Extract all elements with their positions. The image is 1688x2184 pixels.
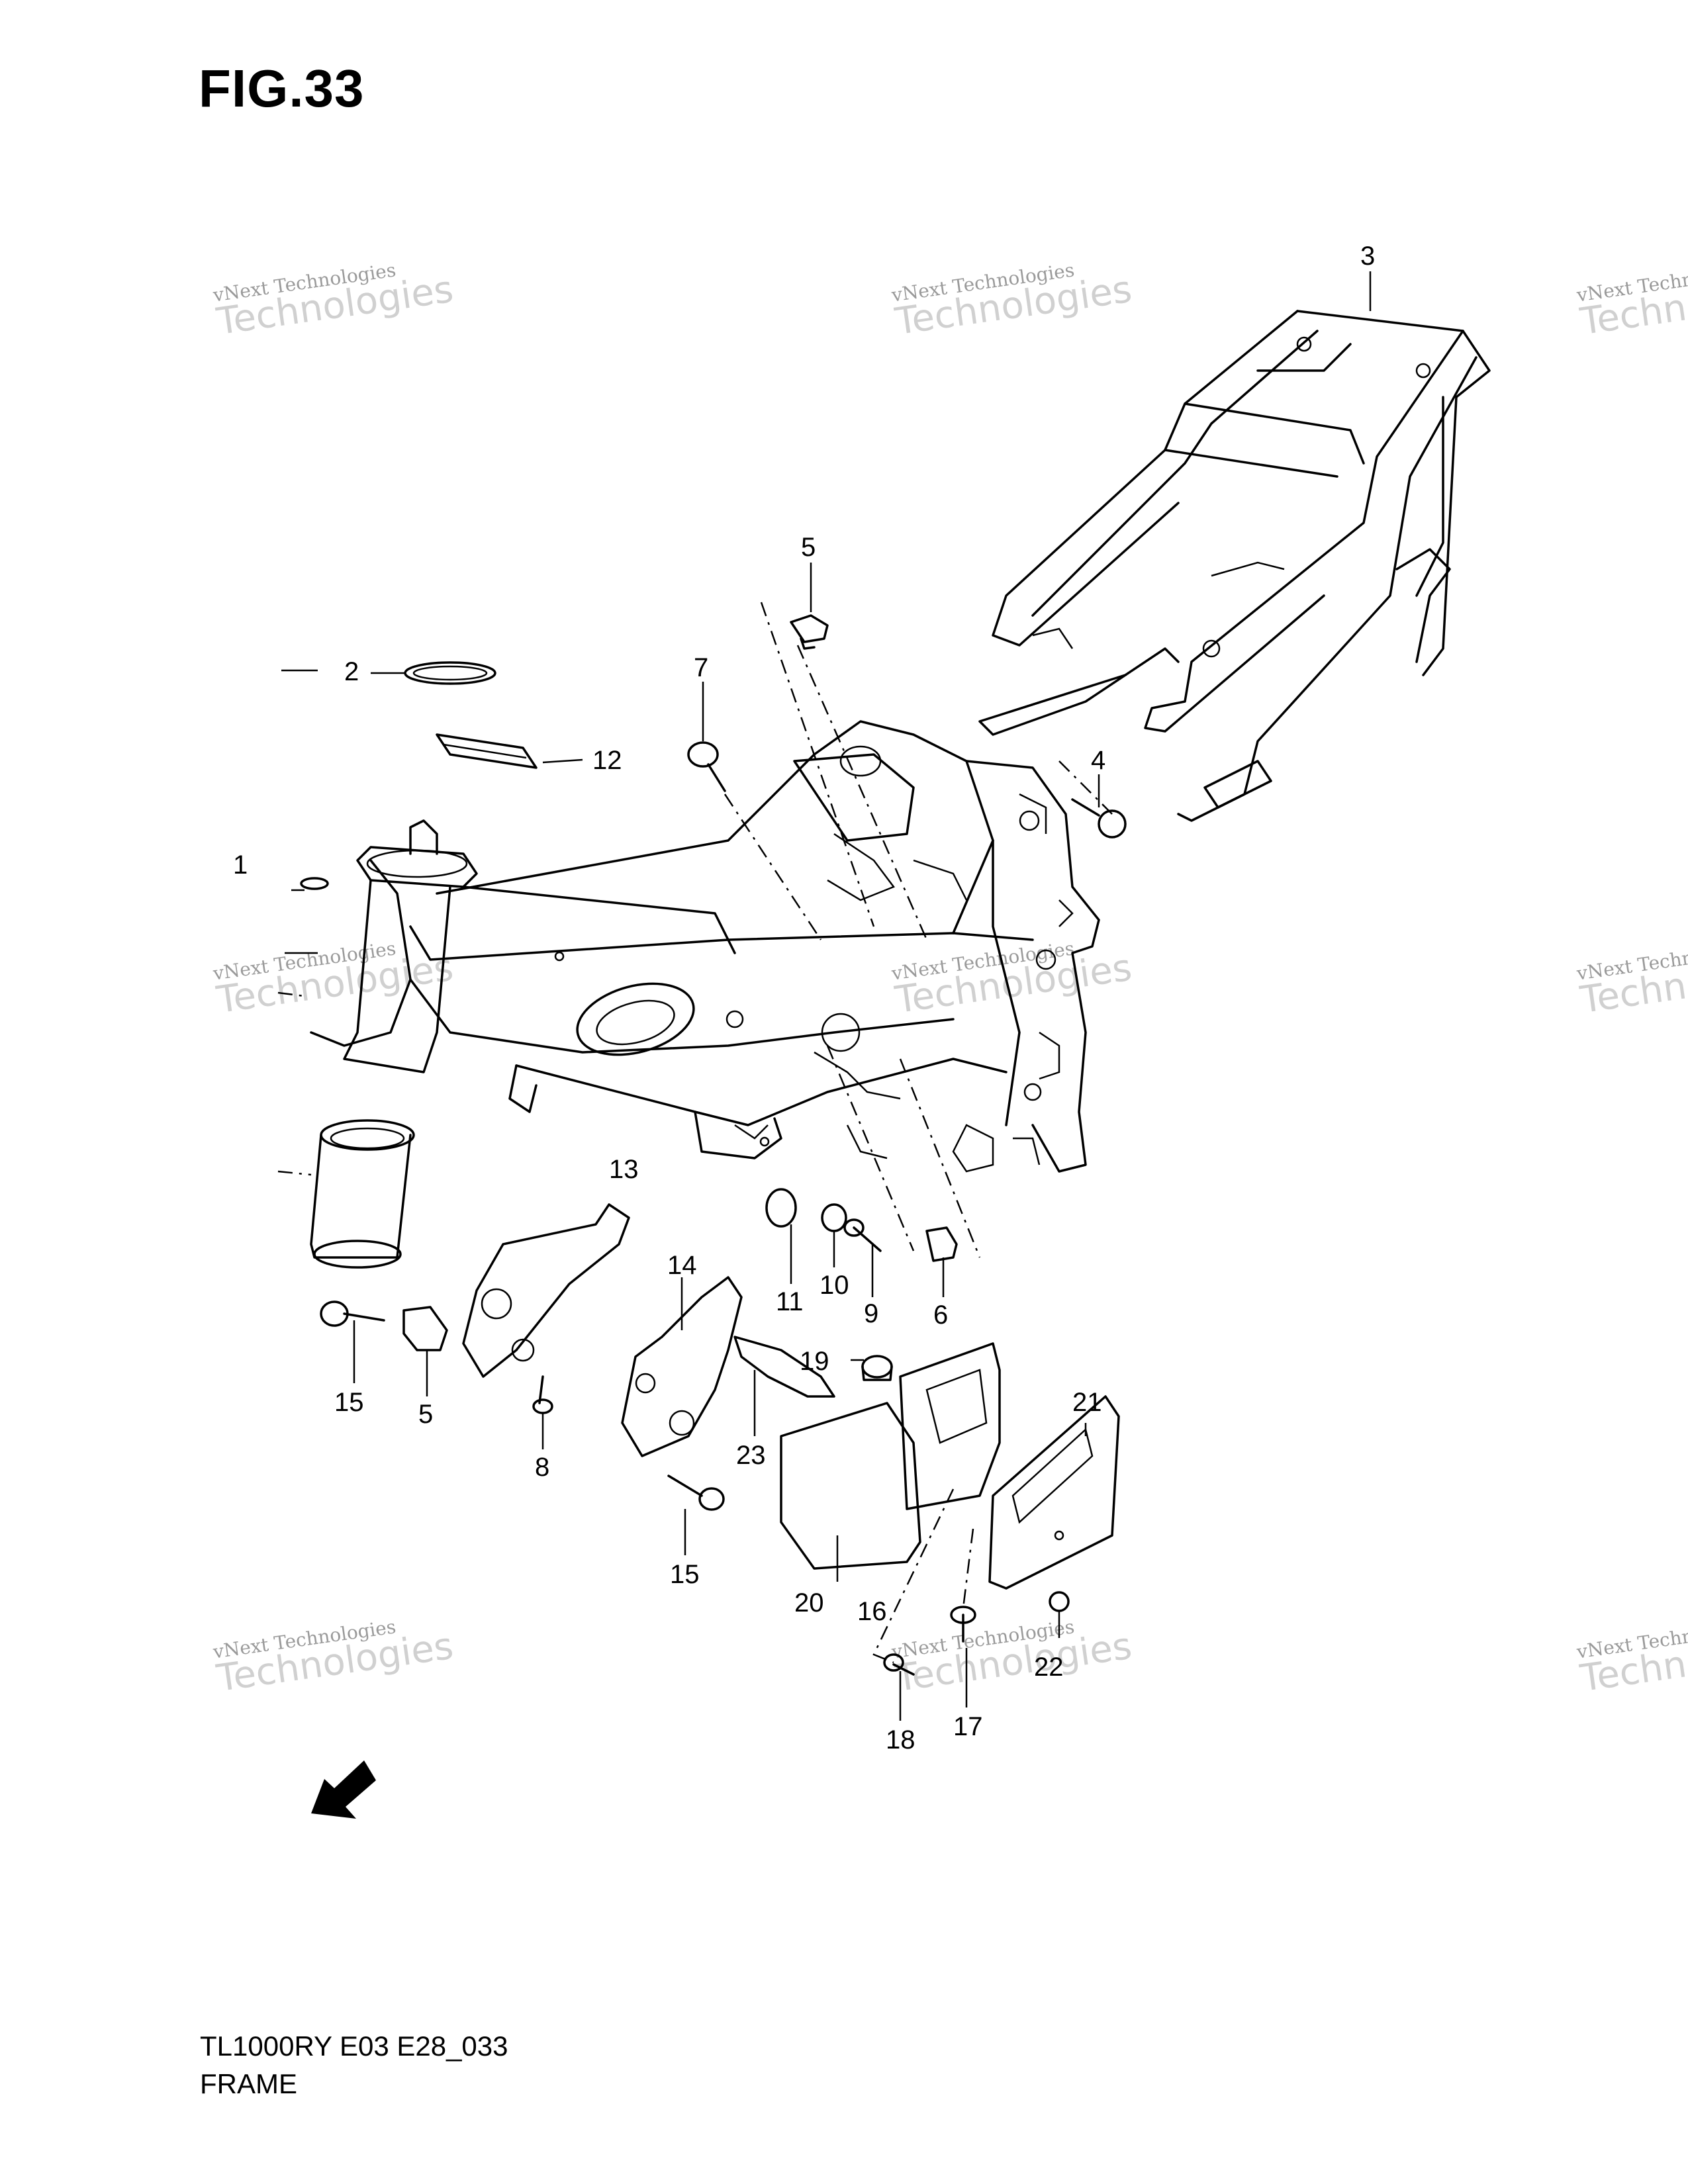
callout-10: 10 — [820, 1271, 849, 1300]
callout-3: 3 — [1360, 242, 1375, 271]
callout-7: 7 — [694, 653, 708, 682]
callout-2: 2 — [344, 657, 359, 686]
callout-23: 23 — [736, 1441, 766, 1470]
callout-15-left: 15 — [334, 1388, 364, 1417]
callout-21: 21 — [1072, 1388, 1102, 1417]
callout-11: 11 — [776, 1287, 804, 1316]
callout-17: 17 — [953, 1712, 983, 1741]
section-name: FRAME — [200, 2068, 297, 2099]
callout-labels: 1 2 3 4 5 5 6 7 8 9 10 11 12 13 14 15 15… — [233, 242, 1375, 1754]
small-parts — [300, 614, 1127, 1676]
callout-12: 12 — [592, 746, 622, 775]
callout-15-lower: 15 — [670, 1560, 700, 1589]
figure-title: FIG.33 — [199, 59, 365, 118]
callout-14: 14 — [667, 1251, 697, 1280]
callout-18: 18 — [886, 1725, 915, 1754]
callout-1: 1 — [233, 850, 248, 880]
callout-4: 4 — [1091, 746, 1105, 775]
callout-8: 8 — [535, 1453, 549, 1482]
main-frame — [310, 720, 1100, 1173]
steering-tube-cover — [310, 1119, 415, 1269]
brackets — [462, 1203, 1120, 1590]
callout-22: 22 — [1034, 1653, 1064, 1682]
callout-5-upper: 5 — [801, 533, 816, 562]
seat-rail-subframe — [978, 310, 1491, 822]
fwd-label: FWD — [1144, 1492, 1176, 1522]
callout-6: 6 — [933, 1300, 948, 1330]
callout-16: 16 — [857, 1597, 887, 1626]
leader-lines — [277, 271, 1372, 1721]
callout-13: 13 — [609, 1155, 639, 1184]
callout-20: 20 — [794, 1588, 824, 1617]
callout-5-lower: 5 — [418, 1400, 433, 1429]
callout-19: 19 — [800, 1347, 829, 1376]
model-code: TL1000RY E03 E28_033 — [200, 2030, 508, 2062]
callout-9: 9 — [864, 1299, 878, 1328]
